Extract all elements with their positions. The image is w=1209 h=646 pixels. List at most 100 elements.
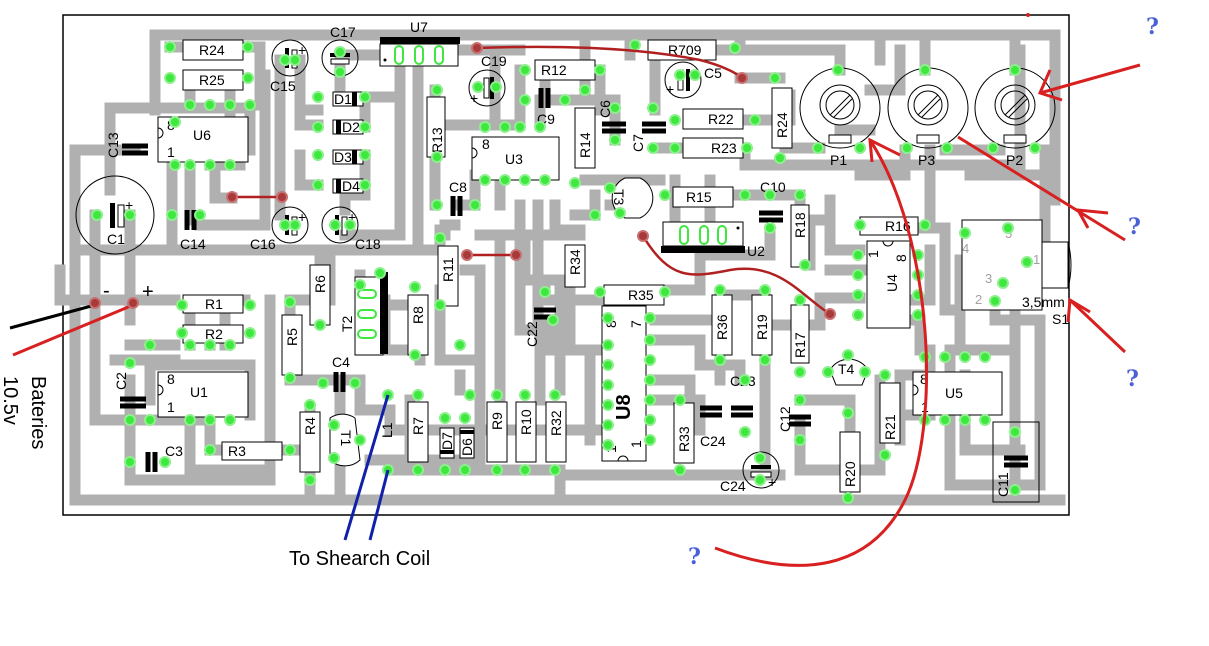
svg-text:R15: R15 [686,189,712,205]
capacitor-C11[interactable]: C11 [992,421,1040,503]
svg-text:U6: U6 [193,127,211,143]
solder-pad [644,434,656,446]
svg-text:D7: D7 [439,432,455,450]
diode-D4[interactable]: D4 [332,178,364,194]
capacitor-C8[interactable]: C8 [449,179,467,216]
solder-pad [169,159,181,171]
capacitor-C2[interactable]: C2 [113,372,146,409]
capacitor-C13[interactable]: C13 [105,132,148,158]
solder-pad [124,209,136,221]
svg-text:R12: R12 [541,62,567,78]
svg-text:C12: C12 [777,406,793,432]
svg-text:C1: C1 [107,231,125,247]
jumper-pad [736,72,748,84]
resistor-R8[interactable]: R8 [407,294,429,356]
resistor-R24[interactable]: R24 [771,87,793,149]
diode-D7[interactable]: D7 [439,427,455,459]
capacitor-C12[interactable]: C12 [777,406,811,432]
solder-pad [204,159,216,171]
resistor-R25[interactable]: R24 [182,39,244,61]
solder-pad [594,64,606,76]
resistor-R9[interactable]: R9 [486,401,508,463]
board-marker [1026,13,1030,17]
capacitor-C4[interactable]: C4 [332,354,350,392]
resistor-R20[interactable]: R20 [839,431,861,493]
resistor-R32[interactable]: R32 [545,401,567,463]
resistor-R3[interactable]: R3 [221,441,283,461]
regulator-U7[interactable]: U7 [379,19,460,67]
svg-text:U5: U5 [945,385,963,401]
resistor-R21[interactable]: R21 [879,382,901,444]
ic-U1[interactable]: 8U1 1 [157,371,249,418]
solder-pad [714,354,726,366]
resistor-R22[interactable]: R22 [682,108,744,130]
diode-D1[interactable]: D1 [332,91,364,107]
resistor-R10[interactable]: R10 [515,401,537,463]
svg-text:U1: U1 [190,384,208,400]
diode-D6[interactable]: D6 [459,427,475,459]
resistor-R17[interactable]: R17 [790,304,810,364]
solder-pad [842,407,854,419]
solder-pad [169,116,181,128]
solder-pad [549,389,561,401]
resistor-R23[interactable]: R23 [682,137,744,159]
solder-pad [176,299,188,311]
solder-pad [832,64,844,76]
svg-text:U8: U8 [613,394,635,420]
resistor-R4[interactable]: R4 [299,411,321,473]
resistor-R19[interactable]: R19 [751,294,773,356]
solder-pad [242,41,254,53]
solder-pad [539,174,551,186]
resistor-R11[interactable]: R11 [437,245,459,307]
jumper-pad [461,249,473,261]
diode-D3[interactable]: D3 [332,149,364,165]
capacitor-C1[interactable]: +C1 [75,175,155,255]
diode-D2[interactable]: D2 [332,119,364,135]
resistor-R34[interactable]: R34 [564,244,586,288]
battery-negative-pad[interactable] [89,297,101,309]
capacitor-C23[interactable]: C24 [700,405,726,449]
capacitor-C3[interactable]: C3 [145,443,183,472]
svg-text:R7: R7 [410,417,426,435]
resistor-R1[interactable]: R1 [182,294,244,314]
resistor-R12[interactable]: R12 [534,59,596,81]
solder-pad [464,389,476,401]
resistor-R26[interactable]: R25 [182,69,244,91]
solder-pad [204,414,216,426]
svg-text:R2: R2 [205,326,223,342]
regulator-U2[interactable]: U2 [661,221,765,259]
svg-text:R9: R9 [489,412,505,430]
resistor-R14[interactable]: R14 [574,107,596,169]
ic-U3[interactable]: 8U3 [471,136,560,181]
resistor-R6[interactable]: R6 [309,264,331,326]
resistor-R18[interactable]: R18 [790,204,810,268]
solder-pad [289,54,301,66]
solder-pad [534,121,546,133]
capacitor-C7[interactable]: C7 [630,121,666,152]
solder-pad [794,394,806,406]
svg-text:8: 8 [167,371,175,387]
svg-text:R22: R22 [708,111,734,127]
solder-pad [794,434,806,446]
resistor-R33[interactable]: R33 [673,402,695,464]
svg-text:3: 3 [985,271,992,286]
svg-text:D2: D2 [342,119,360,135]
capacitor-C14[interactable]: C14 [180,210,206,252]
pads [91,39,1041,504]
svg-text:1: 1 [167,399,175,415]
resistor-R5[interactable]: R5 [281,314,303,376]
solder-pad [919,64,931,76]
capacitor-C6[interactable]: C6 [597,100,626,134]
svg-text:8: 8 [893,254,909,262]
solder-pad [629,39,641,51]
resistor-R13[interactable]: R13 [426,96,446,158]
resistor-R35[interactable]: R35 [603,284,665,306]
transistor-T4[interactable]: T4 [829,358,869,386]
resistor-R7[interactable]: R7 [407,401,429,463]
resistor-R15[interactable]: R15 [672,186,734,208]
potentiometer-P2[interactable]: P2 [974,67,1056,168]
solder-pad [412,389,424,401]
battery-positive-pad[interactable] [127,297,139,309]
resistor-R36[interactable]: R36 [711,294,733,356]
